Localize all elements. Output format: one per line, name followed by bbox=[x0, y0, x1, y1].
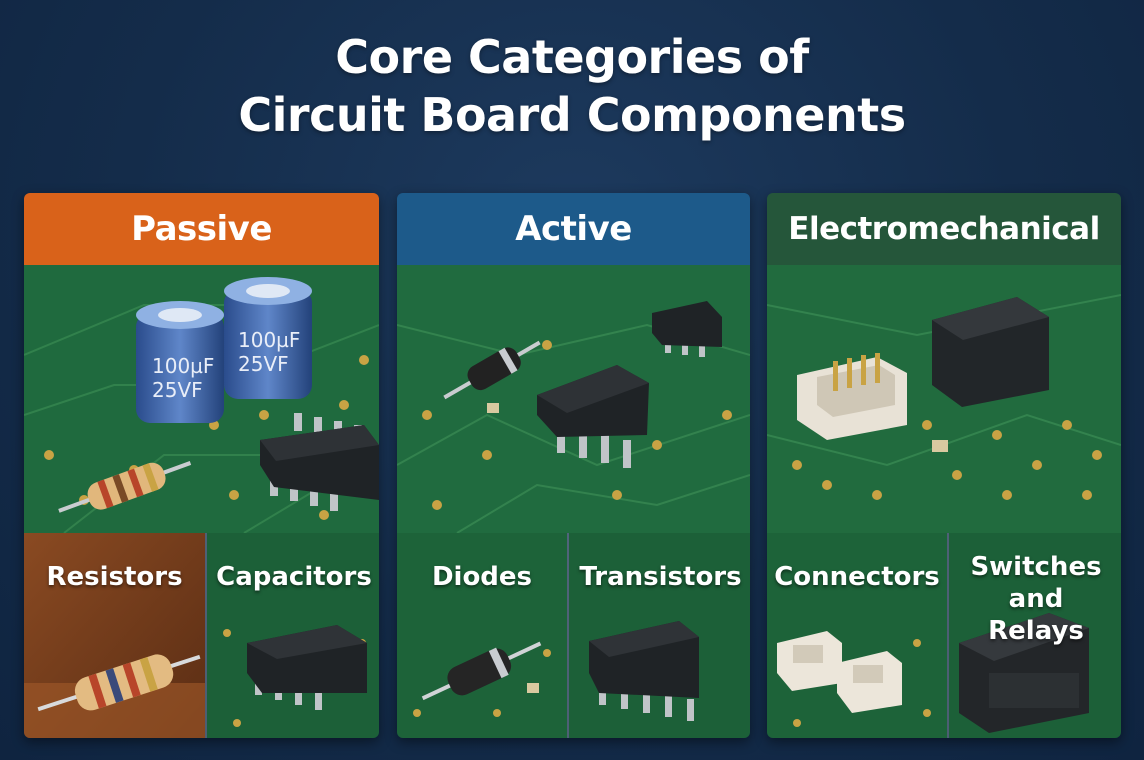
panel-title-electromechanical: Electromechanical bbox=[788, 211, 1100, 247]
panel-passive: Passive 100µF bbox=[24, 193, 379, 738]
panel-title-passive: Passive bbox=[131, 209, 272, 249]
transistor-small bbox=[652, 301, 722, 357]
item-label-switches-relays: Switches and Relays bbox=[970, 552, 1102, 646]
panel-header-passive: Passive bbox=[24, 193, 379, 265]
sub-panel-transistors: Transistors bbox=[567, 533, 750, 738]
capacitor-marking-left: 100µF bbox=[152, 354, 214, 378]
panel-title-active: Active bbox=[515, 209, 632, 249]
ic-chip bbox=[260, 413, 379, 511]
sub-panel-diodes: Diodes bbox=[397, 533, 567, 738]
panel-electromechanical: Electromechanical bbox=[767, 193, 1121, 738]
passive-scene: 100µF 25VF 100µF 25VF bbox=[24, 265, 379, 533]
panel-header-electromechanical: Electromechanical bbox=[767, 193, 1121, 265]
item-label-connectors: Connectors bbox=[774, 562, 940, 592]
electromechanical-scene bbox=[767, 265, 1121, 533]
item-label-diodes: Diodes bbox=[431, 562, 533, 592]
connector-closeup bbox=[777, 631, 902, 713]
capacitor-marking-left-2: 25VF bbox=[152, 378, 203, 402]
item-label-capacitors: Capacitors bbox=[216, 562, 372, 592]
panel-active: Active bbox=[397, 193, 750, 738]
resistor bbox=[58, 461, 192, 513]
page-title: Core Categories of Circuit Board Compone… bbox=[0, 28, 1144, 144]
panel-header-active: Active bbox=[397, 193, 750, 265]
title-line-2: Circuit Board Components bbox=[238, 88, 906, 142]
title-line-1: Core Categories of bbox=[335, 30, 809, 84]
ic-chip-active bbox=[537, 365, 649, 468]
capacitor-right: 100µF 25VF bbox=[224, 277, 312, 399]
sub-panel-resistors: Resistors bbox=[24, 533, 205, 738]
capacitor-left: 100µF 25VF bbox=[136, 301, 224, 423]
relay-closeup bbox=[959, 613, 1089, 733]
capacitor-marking-right-2: 25VF bbox=[238, 352, 289, 376]
active-scene bbox=[397, 265, 750, 533]
item-label-resistors: Resistors bbox=[46, 562, 183, 592]
diode bbox=[443, 340, 541, 400]
sub-panel-capacitors: Capacitors bbox=[205, 533, 379, 738]
item-label-transistors: Transistors bbox=[579, 562, 742, 592]
sub-panel-connectors: Connectors bbox=[767, 533, 947, 738]
diode-closeup bbox=[421, 641, 542, 701]
connector bbox=[797, 353, 907, 440]
capacitor-marking-right: 100µF bbox=[238, 328, 300, 352]
resistor-closeup bbox=[37, 654, 201, 712]
relay bbox=[932, 297, 1049, 407]
sub-panel-switches-relays: Switches and Relays bbox=[947, 533, 1121, 738]
